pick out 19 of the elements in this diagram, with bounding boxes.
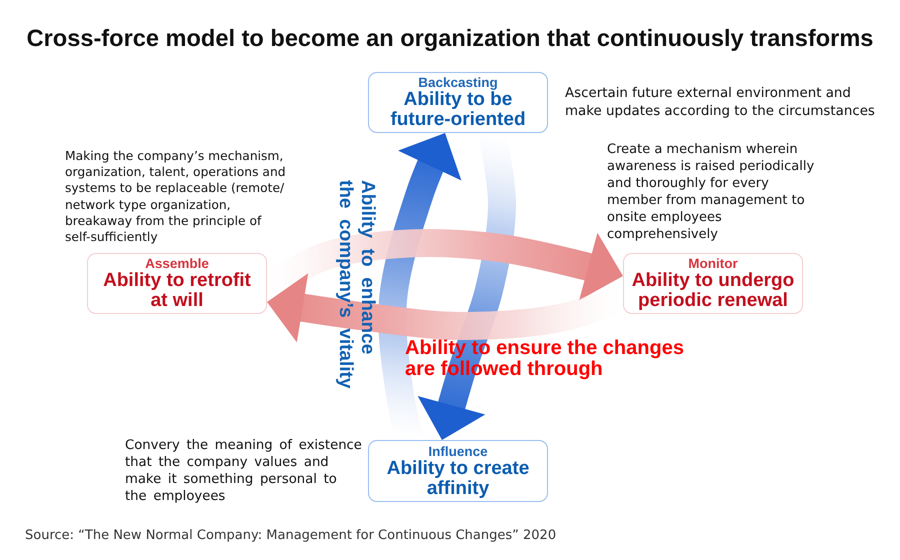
description-text: Making the company’s mechanism, organization, talent, operations and systems to be replaceable (remote/ network type organization, breakaway from the principle of self-sufficiently bbox=[65, 148, 287, 246]
source-note: Source: “The New Normal Company: Management for Continuous Changes” 2020 bbox=[25, 527, 556, 545]
ability-card bbox=[368, 72, 548, 133]
ability-card bbox=[623, 253, 803, 314]
node-title: Ability to be future-oriented bbox=[389, 90, 527, 130]
node-heading: Assemble bbox=[145, 256, 209, 271]
cycle-label: Ability to enhance the company’s vitality bbox=[334, 180, 378, 390]
node-title: Ability to create affinity bbox=[386, 458, 530, 498]
node-heading: Monitor bbox=[688, 256, 738, 271]
description-text: Ascertain future external environment and make updates according to the circumstances bbox=[565, 85, 876, 121]
node-title: Ability to retrofit at will bbox=[102, 271, 252, 311]
node-heading: Backcasting bbox=[418, 75, 498, 90]
node-title: Ability to undergo periodic renewal bbox=[630, 271, 796, 311]
diagram-title: Cross-force model to become an organization that continuously transforms bbox=[26, 25, 874, 54]
node-heading: Influence bbox=[428, 444, 488, 458]
ability-card bbox=[87, 253, 267, 314]
description-text: Convery the meaning of existence that the company values and make it something personal to the employees bbox=[125, 437, 363, 505]
ability-card bbox=[368, 440, 548, 502]
description-text: Create a mechanism wherein awareness is raised periodically and thoroughly for every member from management to onsite employees comprehensively bbox=[607, 141, 816, 243]
